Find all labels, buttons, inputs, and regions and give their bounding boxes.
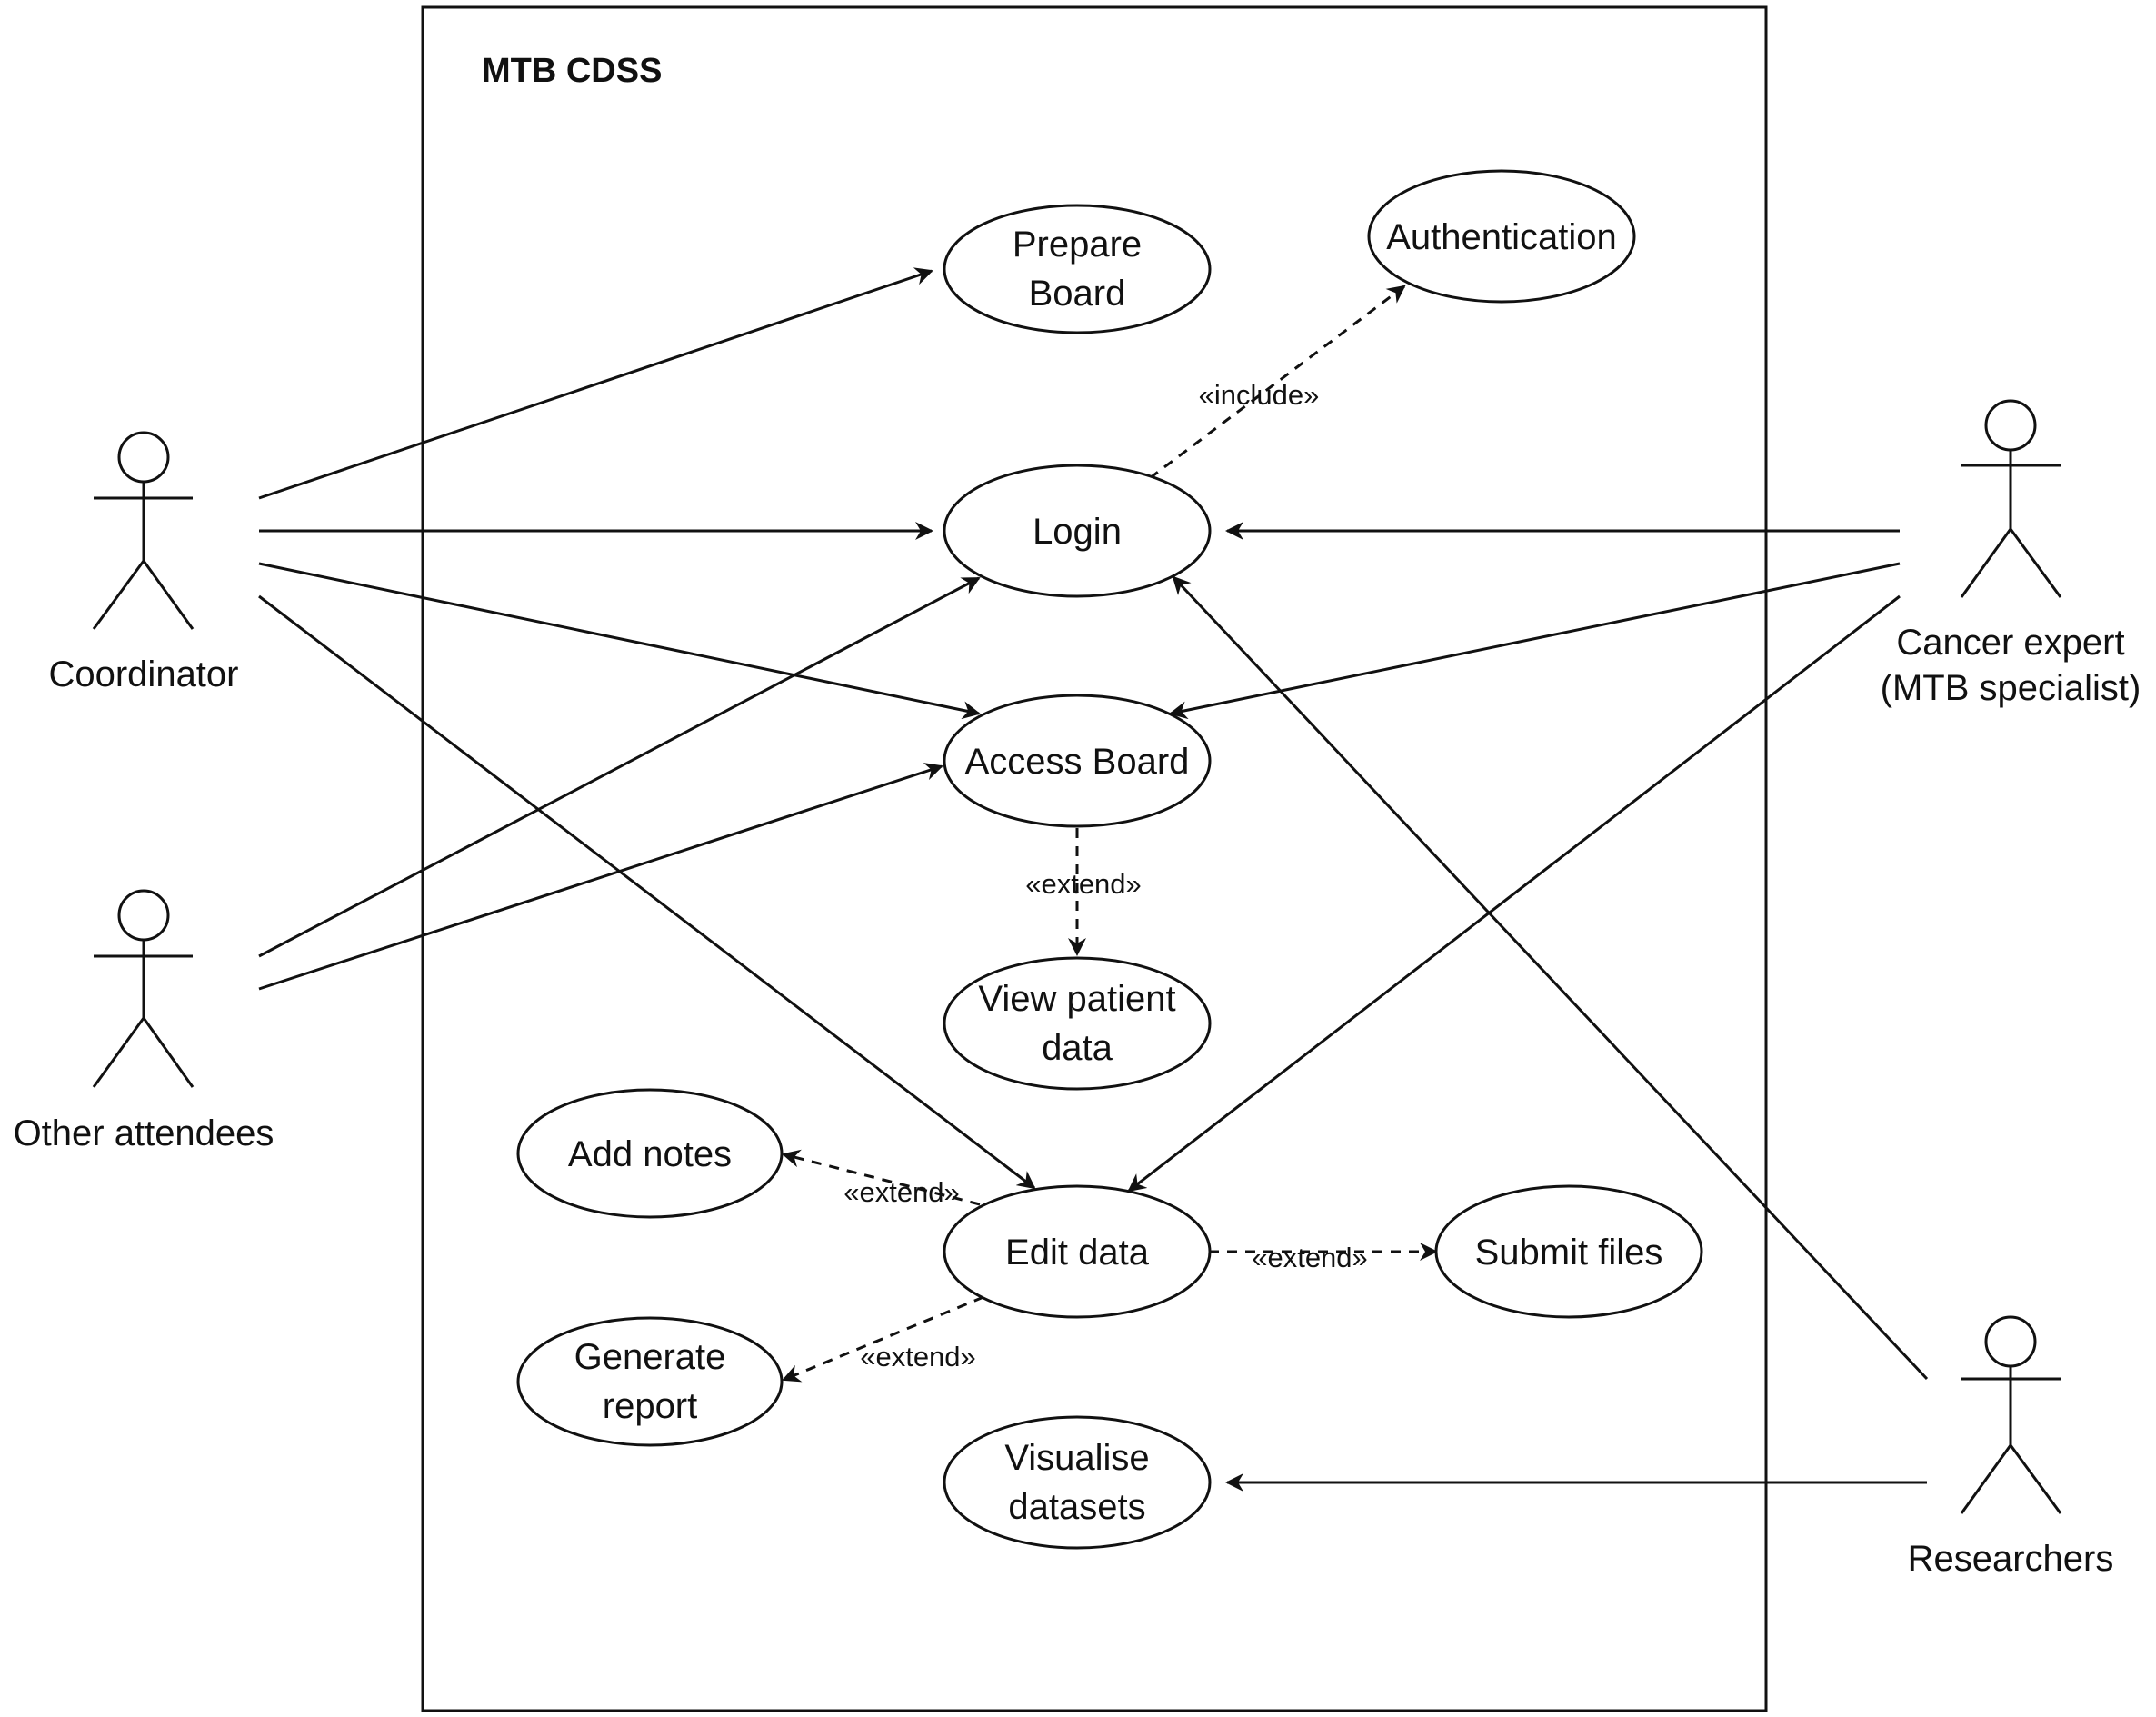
visualise-datasets-label-line2: datasets bbox=[1008, 1487, 1145, 1527]
use-case-generate-report[interactable]: Generate report bbox=[516, 1316, 784, 1447]
use-case-view-patient-data[interactable]: View patient data bbox=[943, 956, 1212, 1091]
visualise-datasets-label-line1: Visualise bbox=[1004, 1438, 1149, 1478]
use-case-prepare-board[interactable]: Prepare Board bbox=[943, 204, 1212, 334]
researchers-login-line bbox=[1172, 575, 1929, 1381]
attendees-access-board-line bbox=[258, 763, 943, 991]
generate-report-label-line2: report bbox=[603, 1386, 698, 1426]
use-case-edit-data[interactable]: Edit data bbox=[943, 1184, 1212, 1319]
dependencies bbox=[782, 285, 1438, 1383]
expert-access-board-line bbox=[1169, 562, 1901, 720]
associations bbox=[258, 267, 1929, 1492]
actor-researchers[interactable]: Researchers bbox=[1908, 1315, 2114, 1579]
edit-data-label: Edit data bbox=[1005, 1233, 1150, 1273]
actor-other-attendees[interactable]: Other attendees bbox=[14, 889, 274, 1153]
extend-add-notes-line bbox=[782, 1149, 981, 1206]
access-board-label: Access Board bbox=[965, 742, 1190, 782]
expert-edit-data-line bbox=[1127, 594, 1901, 1193]
extend-view-stereotype-label: «extend» bbox=[1025, 868, 1142, 900]
generate-report-label-line1: Generate bbox=[574, 1337, 726, 1377]
prepare-board-label-line1: Prepare bbox=[1013, 225, 1142, 265]
actor-cancer-expert[interactable]: Cancer expert (MTB specialist) bbox=[1881, 399, 2141, 708]
submit-files-label: Submit files bbox=[1475, 1233, 1663, 1273]
coordinator-edit-data-line bbox=[258, 594, 1036, 1190]
coordinator-label: Coordinator bbox=[48, 654, 238, 694]
use-case-authentication[interactable]: Authentication bbox=[1367, 169, 1636, 304]
system-boundary bbox=[421, 5, 1768, 1712]
cancer-expert-label-line2: (MTB specialist) bbox=[1881, 668, 2141, 708]
use-case-login[interactable]: Login bbox=[943, 464, 1212, 598]
include-stereotype-label: «include» bbox=[1199, 379, 1320, 411]
authentication-label: Authentication bbox=[1386, 217, 1617, 257]
coordinator-stick-figure-icon bbox=[92, 431, 195, 630]
prepare-board-label-line2: Board bbox=[1029, 274, 1126, 314]
use-case-access-board[interactable]: Access Board bbox=[943, 694, 1212, 828]
actor-coordinator[interactable]: Coordinator bbox=[48, 431, 239, 694]
coordinator-prepare-board-line bbox=[258, 267, 933, 500]
cancer-expert-label-line1: Cancer expert bbox=[1896, 623, 2124, 663]
use-case-submit-files[interactable]: Submit files bbox=[1434, 1184, 1703, 1319]
cancer-expert-stick-figure-icon bbox=[1960, 399, 2062, 598]
login-label: Login bbox=[1033, 512, 1122, 552]
other-attendees-label: Other attendees bbox=[14, 1113, 274, 1153]
use-case-add-notes[interactable]: Add notes bbox=[516, 1088, 784, 1219]
view-patient-data-label-line2: data bbox=[1042, 1028, 1113, 1068]
view-patient-data-label-line1: View patient bbox=[978, 979, 1175, 1019]
coordinator-access-board-line bbox=[258, 562, 981, 720]
extend-report-stereotype-label: «extend» bbox=[860, 1341, 976, 1373]
attendees-login-line bbox=[258, 576, 981, 958]
extend-notes-stereotype-label: «extend» bbox=[843, 1176, 960, 1208]
system-title: MTB CDSS bbox=[482, 52, 662, 90]
add-notes-label: Add notes bbox=[568, 1134, 732, 1174]
use-case-visualise-datasets[interactable]: Visualise datasets bbox=[943, 1415, 1212, 1550]
attendees-stick-figure-icon bbox=[92, 889, 195, 1088]
researchers-stick-figure-icon bbox=[1960, 1315, 2062, 1514]
researchers-label: Researchers bbox=[1908, 1539, 2114, 1579]
extend-submit-stereotype-label: «extend» bbox=[1252, 1242, 1368, 1273]
